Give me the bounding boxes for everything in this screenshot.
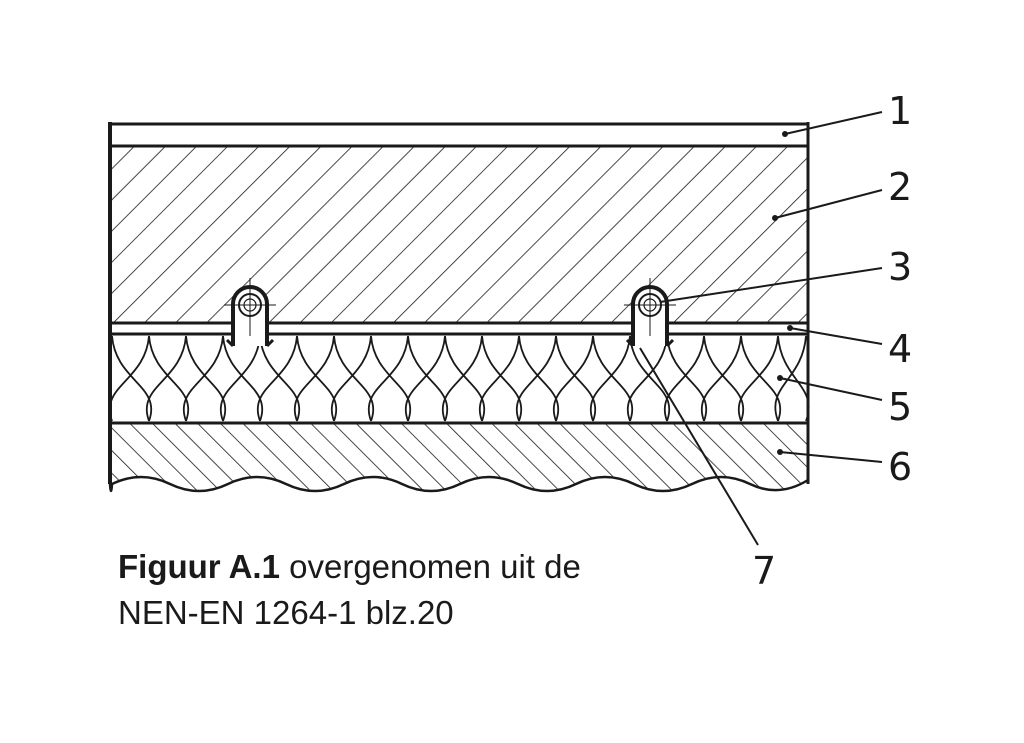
label-3: 3	[888, 245, 912, 289]
label-2: 2	[888, 165, 912, 209]
caption-line1: overgenomen uit de	[279, 548, 581, 585]
layer-insulation	[108, 332, 810, 425]
label-6: 6	[888, 445, 912, 489]
layer-foil	[108, 321, 810, 336]
caption-line2: NEN-EN 1264-1 blz.20	[118, 594, 454, 631]
insulation-pattern	[109, 335, 810, 422]
figure-caption: Figuur A.1 overgenomen uit de NEN-EN 126…	[118, 544, 581, 636]
label-5: 5	[888, 385, 912, 429]
label-1: 1	[888, 89, 912, 133]
leader-dots	[772, 131, 793, 455]
label-7: 7	[752, 549, 776, 593]
layer-floor-finish	[108, 122, 810, 148]
caption-figure-number: Figuur A.1	[118, 548, 280, 585]
layer-screed	[108, 144, 810, 325]
insulation-curves	[109, 335, 810, 422]
heating-pipe-2	[624, 278, 676, 348]
label-4: 4	[888, 327, 912, 371]
heating-pipe-1	[224, 278, 276, 348]
leader-lines	[639, 111, 883, 546]
layer-concrete-slab	[108, 421, 810, 493]
